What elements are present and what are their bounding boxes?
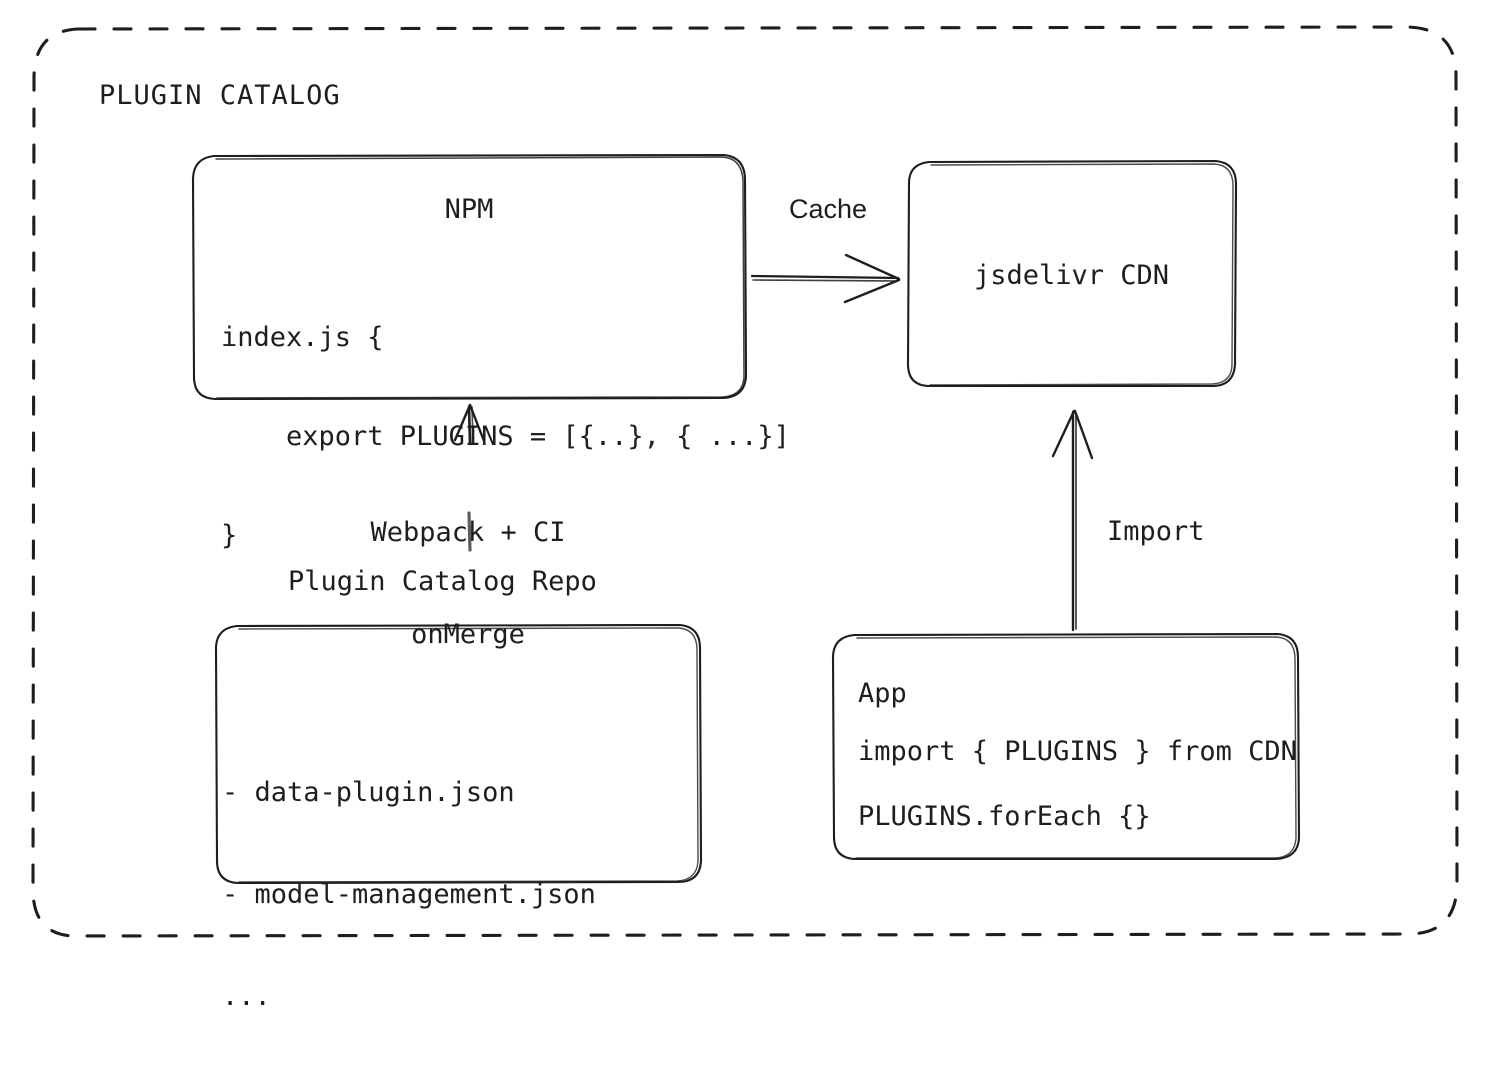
- diagram-canvas: PLUGIN CATALOG NPM index.js { export PLU…: [31, 25, 1459, 1012]
- catalog-title: PLUGIN CATALOG: [99, 80, 341, 111]
- webpack-edge-label-line-2: onMerge: [411, 619, 525, 650]
- cdn-node-title: jsdelivr CDN: [973, 260, 1170, 291]
- import-edge-label: Import: [1107, 516, 1205, 547]
- cache-edge-label: Cache: [789, 194, 868, 224]
- webpack-edge-label: Webpack + CI onMerge: [318, 448, 618, 720]
- repo-list-item-1: - data-plugin.json: [222, 777, 515, 808]
- repo-node-caption: Plugin Catalog Repo: [288, 566, 597, 597]
- npm-node-code: index.js { export PLUGINS = [{..}, { ...…: [221, 255, 790, 618]
- app-node-shape: [831, 632, 1301, 861]
- repo-list-item-3: ...: [222, 981, 271, 1012]
- repo-list-item-2: - model-management.json: [222, 879, 596, 910]
- npm-node-shape: [191, 153, 748, 401]
- cache-arrow: [750, 253, 901, 304]
- webpack-arrow: [453, 403, 486, 552]
- npm-code-line-2: export PLUGINS = [{..}, { ...}]: [221, 421, 790, 452]
- cdn-node-shape: [906, 159, 1238, 388]
- webpack-edge-label-line-1: Webpack + CI: [370, 517, 566, 548]
- repo-node-shape: [214, 623, 703, 885]
- npm-node-title: NPM: [444, 194, 494, 225]
- import-arrow: [1051, 409, 1094, 632]
- app-code-line-2: PLUGINS.forEach {}: [858, 801, 1151, 832]
- npm-code-line-3: }: [221, 520, 238, 551]
- npm-code-line-1: index.js {: [221, 322, 384, 353]
- sketch-strokes-layer: [31, 25, 1459, 938]
- catalog-container-border: [31, 25, 1459, 938]
- app-code-line-1: import { PLUGINS } from CDN: [858, 736, 1297, 767]
- repo-node-list: - data-plugin.json - model-management.js…: [222, 708, 596, 1082]
- app-node-title: App: [858, 678, 907, 709]
